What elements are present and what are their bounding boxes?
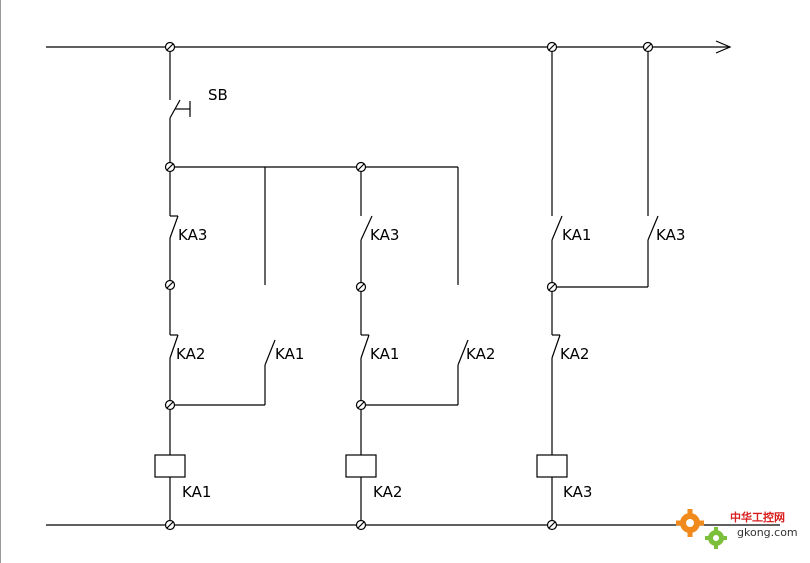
col2-coil bbox=[345, 454, 377, 478]
terminal bbox=[164, 41, 176, 53]
gkong-watermark: 中华工控网 gkong.com bbox=[676, 509, 798, 549]
col2-bypass-ka2-label: KA2 bbox=[466, 345, 495, 363]
col1-bypass-ka1-contact bbox=[264, 339, 276, 366]
col3-ka1-contact bbox=[551, 215, 563, 241]
col1-coil-label: KA1 bbox=[182, 483, 211, 501]
watermark-cn: 中华工控网 bbox=[730, 510, 785, 524]
terminal bbox=[164, 399, 176, 411]
col2-ka1-label: KA1 bbox=[370, 345, 399, 363]
top-power-rail bbox=[46, 40, 732, 54]
col3-ka3-contact bbox=[647, 215, 659, 241]
terminal bbox=[355, 281, 367, 293]
col1-coil bbox=[154, 454, 186, 478]
col2-ka3-label: KA3 bbox=[370, 226, 399, 244]
col3-coil-label: KA3 bbox=[563, 483, 592, 501]
rung-3-wiring bbox=[551, 47, 649, 525]
terminal bbox=[355, 399, 367, 411]
col3-ka2-contact bbox=[551, 334, 561, 359]
col2-bypass-ka2-contact bbox=[457, 339, 469, 366]
terminals bbox=[164, 41, 654, 531]
terminal bbox=[546, 519, 558, 531]
terminal bbox=[164, 279, 176, 291]
terminal bbox=[355, 161, 367, 173]
terminal bbox=[642, 41, 654, 53]
col3-ka3-label: KA3 bbox=[656, 226, 685, 244]
rung-1-wiring bbox=[169, 47, 458, 525]
terminal bbox=[546, 41, 558, 53]
col1-ka2-label: KA2 bbox=[176, 345, 205, 363]
green-gear-icon bbox=[705, 527, 727, 549]
col3-ka2-label: KA2 bbox=[560, 345, 589, 363]
col1-ka3-label: KA3 bbox=[178, 226, 207, 244]
col3-coil bbox=[536, 454, 568, 478]
col2-coil-label: KA2 bbox=[373, 483, 402, 501]
col1-bypass-ka1-label: KA1 bbox=[275, 345, 304, 363]
sb-label: SB bbox=[208, 86, 228, 104]
col3-ka1-label: KA1 bbox=[562, 226, 591, 244]
terminal bbox=[546, 281, 558, 293]
terminal bbox=[164, 161, 176, 173]
col2-ka1-contact bbox=[360, 334, 370, 359]
col1-ka3-contact bbox=[169, 215, 179, 239]
col2-ka3-contact bbox=[360, 215, 373, 241]
col1-ka2-contact bbox=[169, 334, 179, 359]
orange-gear-icon bbox=[676, 509, 704, 537]
terminal bbox=[164, 519, 176, 531]
terminal bbox=[355, 519, 367, 531]
watermark-en: gkong.com bbox=[737, 526, 798, 539]
sb-pushbutton-contact bbox=[169, 99, 191, 119]
